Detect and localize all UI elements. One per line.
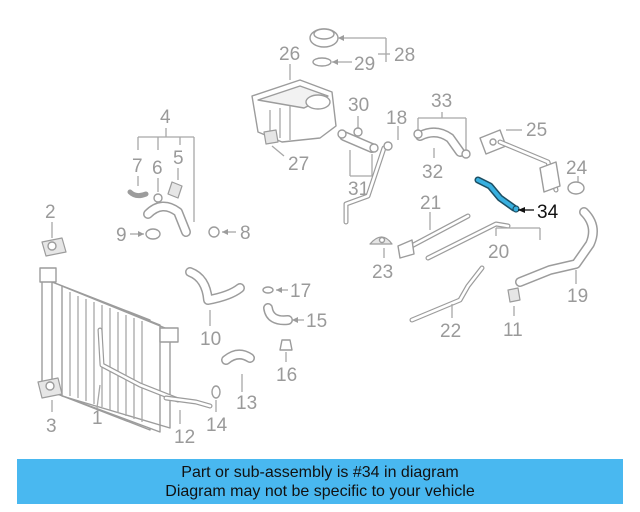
part-24-seal bbox=[567, 181, 585, 195]
label-5: 5 bbox=[173, 148, 184, 169]
part-10-hose bbox=[185, 267, 245, 305]
label-15: 15 bbox=[306, 311, 327, 332]
parts-diagram: 1 2 3 4 5 6 7 8 9 bbox=[37, 28, 598, 448]
label-31: 31 bbox=[348, 179, 369, 200]
label-27: 27 bbox=[288, 154, 309, 175]
label-6: 6 bbox=[152, 158, 163, 179]
label-20: 20 bbox=[488, 242, 509, 263]
label-18: 18 bbox=[386, 108, 407, 129]
part-29-cap bbox=[309, 28, 339, 67]
part-11-sensor bbox=[507, 287, 521, 303]
part-30-clamp bbox=[353, 127, 363, 137]
label-34: 34 bbox=[537, 202, 559, 223]
part-22-pipe bbox=[409, 265, 485, 323]
label-9: 9 bbox=[116, 225, 127, 246]
label-28: 28 bbox=[394, 45, 415, 66]
part-9-clamp bbox=[145, 228, 161, 240]
label-12: 12 bbox=[174, 427, 195, 448]
part-16-fitting bbox=[279, 339, 293, 351]
label-14: 14 bbox=[206, 415, 228, 436]
part-18-pipe bbox=[343, 141, 393, 225]
label-21: 21 bbox=[420, 193, 441, 214]
label-33: 33 bbox=[431, 91, 452, 112]
part-26-expansion-tank bbox=[251, 79, 337, 143]
label-16: 16 bbox=[276, 365, 297, 386]
caption-line-1: Part or sub-assembly is #34 in diagram bbox=[181, 463, 459, 481]
part-4-hose bbox=[143, 201, 220, 238]
label-24: 24 bbox=[566, 158, 588, 179]
label-2: 2 bbox=[45, 202, 56, 223]
label-13: 13 bbox=[236, 393, 257, 414]
label-7: 7 bbox=[132, 156, 143, 177]
label-29: 29 bbox=[354, 54, 375, 75]
radiator bbox=[39, 267, 181, 433]
part-19-hose bbox=[515, 207, 598, 287]
label-11: 11 bbox=[503, 320, 523, 341]
part-34-coolant-pipe bbox=[474, 176, 520, 213]
part-15-hose bbox=[263, 303, 293, 326]
part-17-clip bbox=[262, 286, 274, 294]
part-32-hose bbox=[413, 127, 471, 159]
part-25-flange-pipe bbox=[479, 129, 561, 193]
label-26: 26 bbox=[279, 44, 300, 65]
label-3: 3 bbox=[46, 416, 57, 437]
part-6-clip bbox=[153, 193, 163, 203]
label-17: 17 bbox=[290, 281, 311, 302]
part-21-rail bbox=[397, 213, 471, 259]
label-30: 30 bbox=[348, 95, 369, 116]
caption-banner: Part or sub-assembly is #34 in diagram D… bbox=[17, 459, 623, 504]
part-27-mount bbox=[263, 129, 279, 145]
part-14-plug bbox=[211, 385, 221, 399]
part-7-clip bbox=[127, 189, 149, 199]
label-10: 10 bbox=[200, 329, 221, 350]
part-13-hose bbox=[221, 349, 255, 365]
part-5-sensor bbox=[167, 181, 183, 199]
part-2-mount bbox=[41, 237, 67, 257]
label-4: 4 bbox=[160, 107, 171, 128]
part-31-hose bbox=[337, 129, 379, 153]
label-23: 23 bbox=[372, 262, 393, 283]
part-20-pipe bbox=[425, 221, 511, 261]
label-19: 19 bbox=[567, 286, 588, 307]
part-3-mount bbox=[37, 377, 63, 399]
label-25: 25 bbox=[526, 120, 547, 141]
leader-1 bbox=[96, 384, 101, 409]
label-8: 8 bbox=[240, 223, 251, 244]
label-22: 22 bbox=[440, 321, 461, 342]
label-1: 1 bbox=[92, 408, 103, 429]
caption-line-2: Diagram may not be specific to your vehi… bbox=[165, 482, 475, 500]
label-32: 32 bbox=[422, 162, 443, 183]
